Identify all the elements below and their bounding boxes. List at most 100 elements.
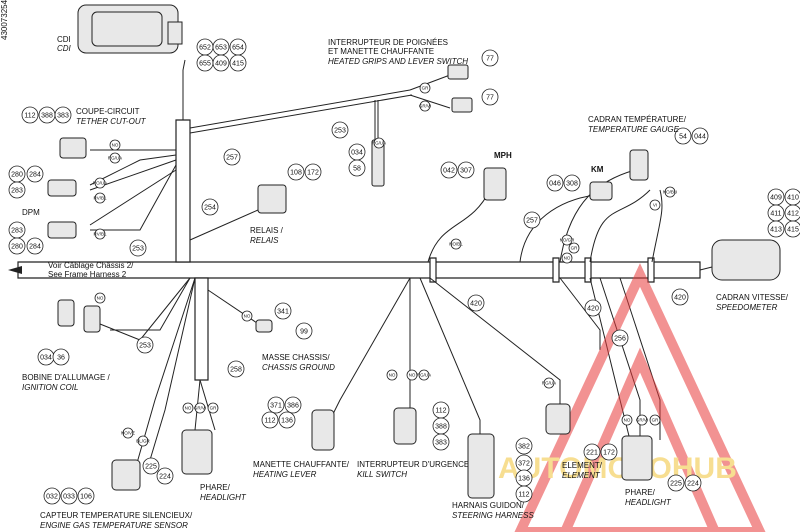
reference-badge: 108 xyxy=(287,163,305,181)
element-label-en: ELEMENT xyxy=(562,471,601,480)
badge-number: 253 xyxy=(139,343,151,350)
headlight-right-label-en: HEADLIGHT xyxy=(625,498,672,507)
reference-badge: 420 xyxy=(671,288,689,306)
reference-badge: 046 xyxy=(546,174,564,192)
badge-number: 106 xyxy=(80,494,92,501)
badge-number: 112 xyxy=(435,408,446,415)
heated-grips-label-fr2: ET MANETTE CHAUFFANTE xyxy=(328,47,434,56)
reference-badge: 383 xyxy=(432,433,450,451)
reference-badge: 420 xyxy=(467,294,485,312)
badge-number: 283 xyxy=(11,188,23,195)
badge-number: 280 xyxy=(11,244,23,251)
frame-harness-label-fr: Voir Câblage Châssis 2/ xyxy=(48,261,134,270)
reference-badge: 032 xyxy=(43,487,61,505)
watermark-text: AUTOMOTOHUB xyxy=(498,452,737,485)
badge-number: 412 xyxy=(787,211,799,218)
badge-number: 77 xyxy=(486,95,494,102)
reference-badge: 413 xyxy=(767,220,785,238)
ignition-coil-label-en: IGNITION COIL xyxy=(22,383,78,392)
badge-number: 415 xyxy=(787,227,799,234)
badge-number: 112 xyxy=(24,113,35,120)
exhaust-sensor-label-fr: CAPTEUR TEMPERATURE SILENCIEUX/ xyxy=(40,511,193,520)
wire-color-tag: NO/VE xyxy=(121,427,135,439)
reference-badge: 283 xyxy=(8,221,26,239)
reference-badge: 383 xyxy=(54,106,72,124)
reference-badge: 411 xyxy=(767,204,785,222)
reference-badge: 257 xyxy=(523,211,541,229)
reference-badge: 652 xyxy=(196,38,214,56)
side-code: 430073254 xyxy=(0,0,9,40)
relay-connector xyxy=(257,184,287,214)
ignition-coil-label-fr: BOBINE D'ALLUMAGE / xyxy=(22,373,111,382)
wire-color-code: NO xyxy=(244,314,251,319)
reference-badge: 112 xyxy=(432,401,450,419)
reference-badge: 256 xyxy=(611,329,629,347)
badge-number: 136 xyxy=(281,418,293,425)
badge-number: 411 xyxy=(770,211,781,218)
steering-harness-label-en: STEERING HARNESS xyxy=(452,511,534,520)
reference-badge: 033 xyxy=(60,487,78,505)
badge-number: 221 xyxy=(586,450,598,457)
badge-number: 253 xyxy=(334,128,346,135)
badge-number: 383 xyxy=(57,113,69,120)
connectors xyxy=(47,64,781,499)
reference-badge: 136 xyxy=(515,469,533,487)
badge-number: 341 xyxy=(277,309,289,316)
badge-number: 77 xyxy=(486,56,494,63)
speedometer xyxy=(711,239,781,281)
wire-color-tag: NO xyxy=(241,310,253,322)
wire-color-tag: NO/BL xyxy=(449,238,463,250)
km-label: KM xyxy=(591,165,604,174)
badge-number: 034 xyxy=(40,355,52,362)
badge-number: 420 xyxy=(674,295,686,302)
reference-badge: 112 xyxy=(515,485,533,503)
wire-color-code: GR xyxy=(210,406,218,411)
reference-badge: 77 xyxy=(481,49,499,67)
badge-number: 371 xyxy=(270,403,282,410)
reference-badge: 044 xyxy=(691,127,709,145)
wire-color-tag: GR xyxy=(419,82,431,94)
reference-badge: 58 xyxy=(348,159,366,177)
wire-color-code: NO xyxy=(409,373,416,378)
tether-label-en: TETHER CUT-OUT xyxy=(76,117,147,126)
wire-color-code: NO/BL xyxy=(449,242,463,247)
badge-number: 655 xyxy=(199,61,211,68)
reference-badge: 372 xyxy=(515,454,533,472)
wire-color-tag: NO/BU xyxy=(663,186,677,198)
dpm-connector-upper xyxy=(47,179,77,197)
reference-badge: 136 xyxy=(278,411,296,429)
badge-number: 032 xyxy=(46,494,58,501)
wire-color-code: RG/UA xyxy=(372,141,386,146)
exhaust-sensor-connector xyxy=(111,459,141,491)
badge-number: 652 xyxy=(199,45,211,52)
wire-color-tag: RG/UA xyxy=(542,377,556,389)
steering-harness-label-fr: HARNAIS GUIDON/ xyxy=(452,501,525,510)
badge-number: 108 xyxy=(290,170,302,177)
reference-badge: 034 xyxy=(348,143,366,161)
element-label-fr: ELEMENT/ xyxy=(562,461,603,470)
wire-color-tag: RG/UA xyxy=(108,152,122,164)
badge-number: 372 xyxy=(518,461,530,468)
reference-badge: 253 xyxy=(331,121,349,139)
badge-number: 420 xyxy=(470,301,482,308)
labels: INTERRUPTEUR DE POIGNÉES ET MANETTE CHAU… xyxy=(22,38,789,530)
wire-color-code: NO/VE xyxy=(121,431,135,436)
wire-color-code: RV/BL xyxy=(94,196,107,201)
reference-badge: 172 xyxy=(304,163,322,181)
reference-badge: 54 xyxy=(674,127,692,145)
badge-number: 308 xyxy=(566,181,578,188)
reference-badge: 415 xyxy=(229,54,247,72)
reference-badge: 257 xyxy=(223,148,241,166)
badge-number: 172 xyxy=(603,450,615,457)
reference-badge: 283 xyxy=(8,181,26,199)
ground-terminal xyxy=(255,319,273,333)
badge-number: 254 xyxy=(204,205,216,212)
heated-grips-label-en: HEATED GRIPS AND LEVER SWITCH xyxy=(328,57,468,66)
badge-number: 284 xyxy=(29,172,41,179)
reference-badge: 225 xyxy=(667,474,685,492)
headlight-left-label-fr: PHARE/ xyxy=(200,483,231,492)
ignition-coil-connector-2 xyxy=(83,305,101,333)
reference-badge: 112 xyxy=(261,411,279,429)
frame-harness-label-en: See Frame Harness 2 xyxy=(48,270,127,279)
badge-number: 58 xyxy=(353,166,361,173)
